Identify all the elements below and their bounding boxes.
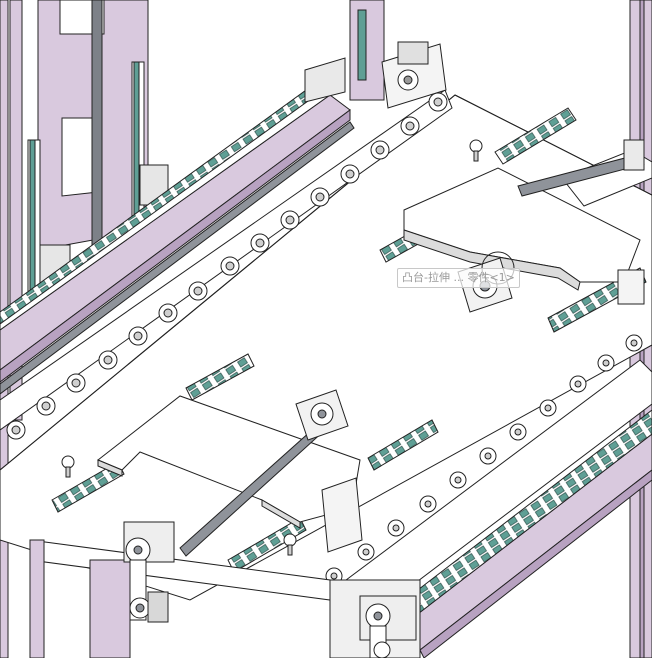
belt-pulley-icon xyxy=(123,521,175,623)
top-bracket-assembly xyxy=(304,0,447,109)
lifting-eye-bolt-icon xyxy=(283,533,297,556)
lower-left-carriage xyxy=(51,353,439,573)
left-beam-rollers xyxy=(6,92,448,440)
feature-tooltip: 凸台-拉伸 ... 零件<1> xyxy=(397,268,520,288)
left-belt-drive xyxy=(123,521,175,623)
right-long-beam xyxy=(329,359,652,658)
lifting-eye-bolt-icon xyxy=(469,139,483,162)
upper-right-carriage xyxy=(379,107,652,333)
lifting-eye-bolt-icon xyxy=(61,455,75,478)
right-belt-drive xyxy=(359,595,417,658)
belt-pulley-icon xyxy=(359,595,417,658)
pillow-block-bearing-icon xyxy=(295,389,349,441)
roller-bearing-icon xyxy=(6,92,448,440)
